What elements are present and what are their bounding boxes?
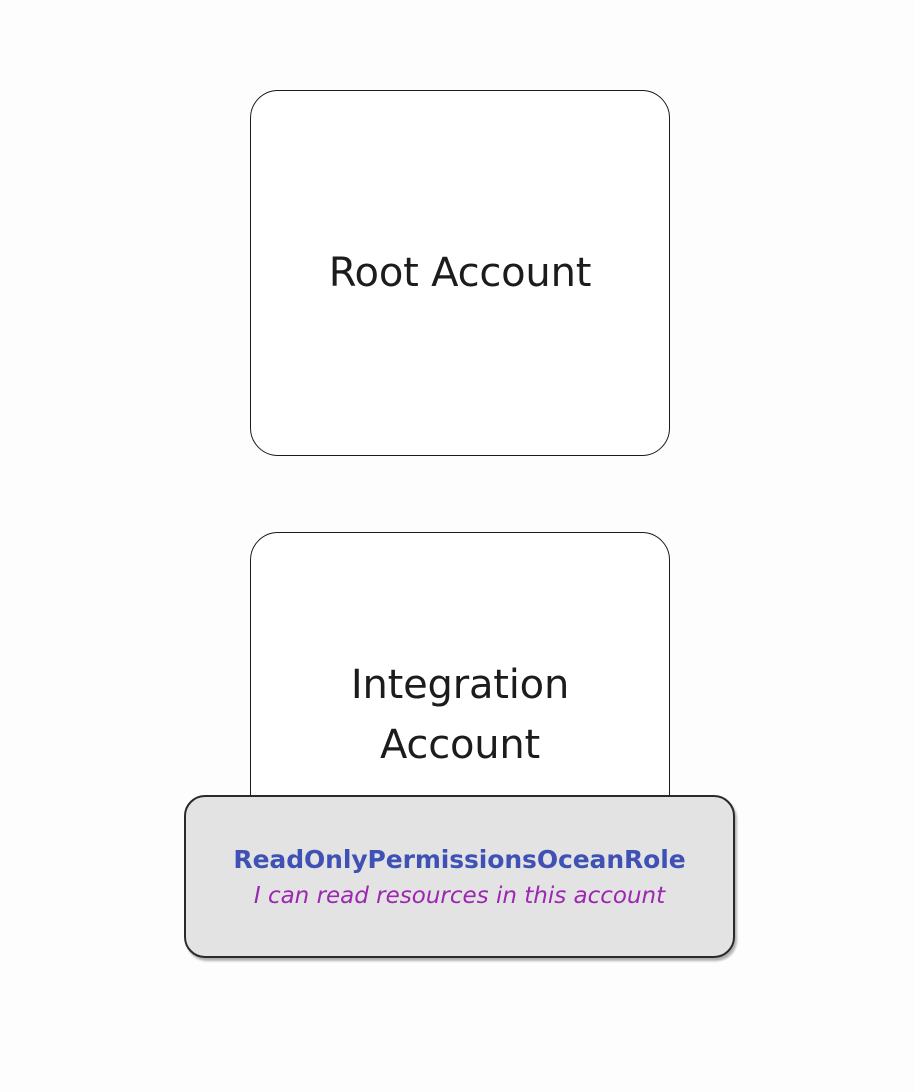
root-account-label: Root Account [328, 250, 592, 296]
readonly-permissions-ocean-role-card[interactable]: ReadOnlyPermissionsOceanRole I can read … [184, 795, 735, 958]
root-account-box[interactable]: Root Account [250, 90, 670, 456]
integration-account-box[interactable]: Integration Account [250, 532, 670, 832]
integration-account-label: Integration Account [350, 662, 570, 768]
role-name: ReadOnlyPermissionsOceanRole [233, 844, 686, 874]
role-description: I can read resources in this account [253, 882, 666, 909]
